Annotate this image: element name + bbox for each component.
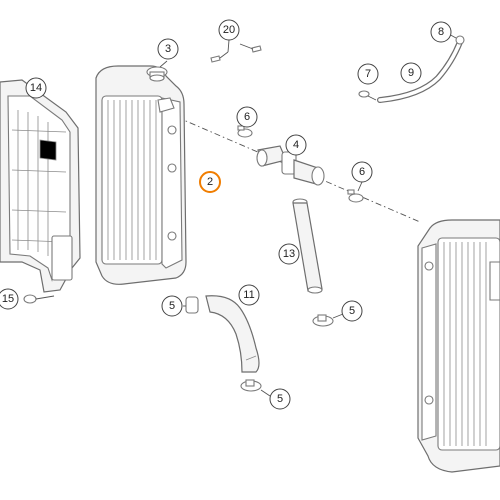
part-5-clamp-bottom: [240, 379, 262, 392]
part-14-radiator-shroud: [0, 79, 81, 293]
svg-text:5: 5: [169, 300, 175, 312]
svg-text:14: 14: [30, 82, 42, 94]
svg-text:8: 8: [438, 26, 444, 38]
part-9-vent-hose: [377, 39, 463, 103]
callout-5-left: 5: [161, 295, 183, 317]
callout-6-upper: 6: [236, 106, 258, 128]
svg-text:20: 20: [223, 24, 235, 36]
svg-text:13: 13: [283, 248, 295, 260]
callout-6-lower: 6: [351, 161, 373, 183]
callout-20: 20: [218, 19, 240, 41]
callout-11: 11: [238, 284, 260, 306]
svg-text:7: 7: [365, 68, 371, 80]
svg-text:5: 5: [277, 393, 283, 405]
part-13-coolant-pipe: [292, 198, 323, 294]
part-20-screws: [210, 39, 262, 63]
callout-3: 3: [157, 38, 179, 60]
part-5-clamp-bottom-left: [183, 296, 199, 314]
part-4-hose-connector: [256, 145, 325, 186]
radiator-filler-cap: [146, 66, 168, 82]
right-radiator: [417, 219, 500, 473]
callout-4: 4: [285, 134, 307, 156]
callout-2-highlighted: 2: [199, 171, 221, 193]
part-11-coolant-hose: [205, 295, 260, 373]
part-5-clamp-right: [312, 313, 344, 327]
svg-text:6: 6: [359, 166, 365, 178]
svg-text:6: 6: [244, 111, 250, 123]
callout-5-bottom: 5: [260, 388, 291, 410]
svg-text:11: 11: [243, 289, 254, 301]
callout-9: 9: [400, 62, 422, 84]
callout-7: 7: [357, 63, 379, 85]
svg-text:15: 15: [2, 293, 14, 305]
callout-13: 13: [278, 243, 300, 265]
svg-text:5: 5: [349, 305, 355, 317]
callout-8: 8: [430, 21, 452, 43]
callout-14: 14: [25, 77, 47, 99]
part-6-hose-clamp-lower: [347, 181, 364, 203]
part-2-left-radiator: [95, 65, 187, 285]
svg-text:4: 4: [293, 139, 299, 151]
svg-text:3: 3: [165, 43, 171, 55]
part-15-screw: [23, 294, 55, 304]
callout-5-right: 5: [341, 300, 363, 322]
svg-text:9: 9: [408, 67, 414, 79]
callout-15: 15: [0, 288, 19, 310]
leader-3: [159, 60, 168, 68]
svg-text:2: 2: [207, 176, 213, 188]
part-7-hose-clip: [358, 90, 377, 101]
